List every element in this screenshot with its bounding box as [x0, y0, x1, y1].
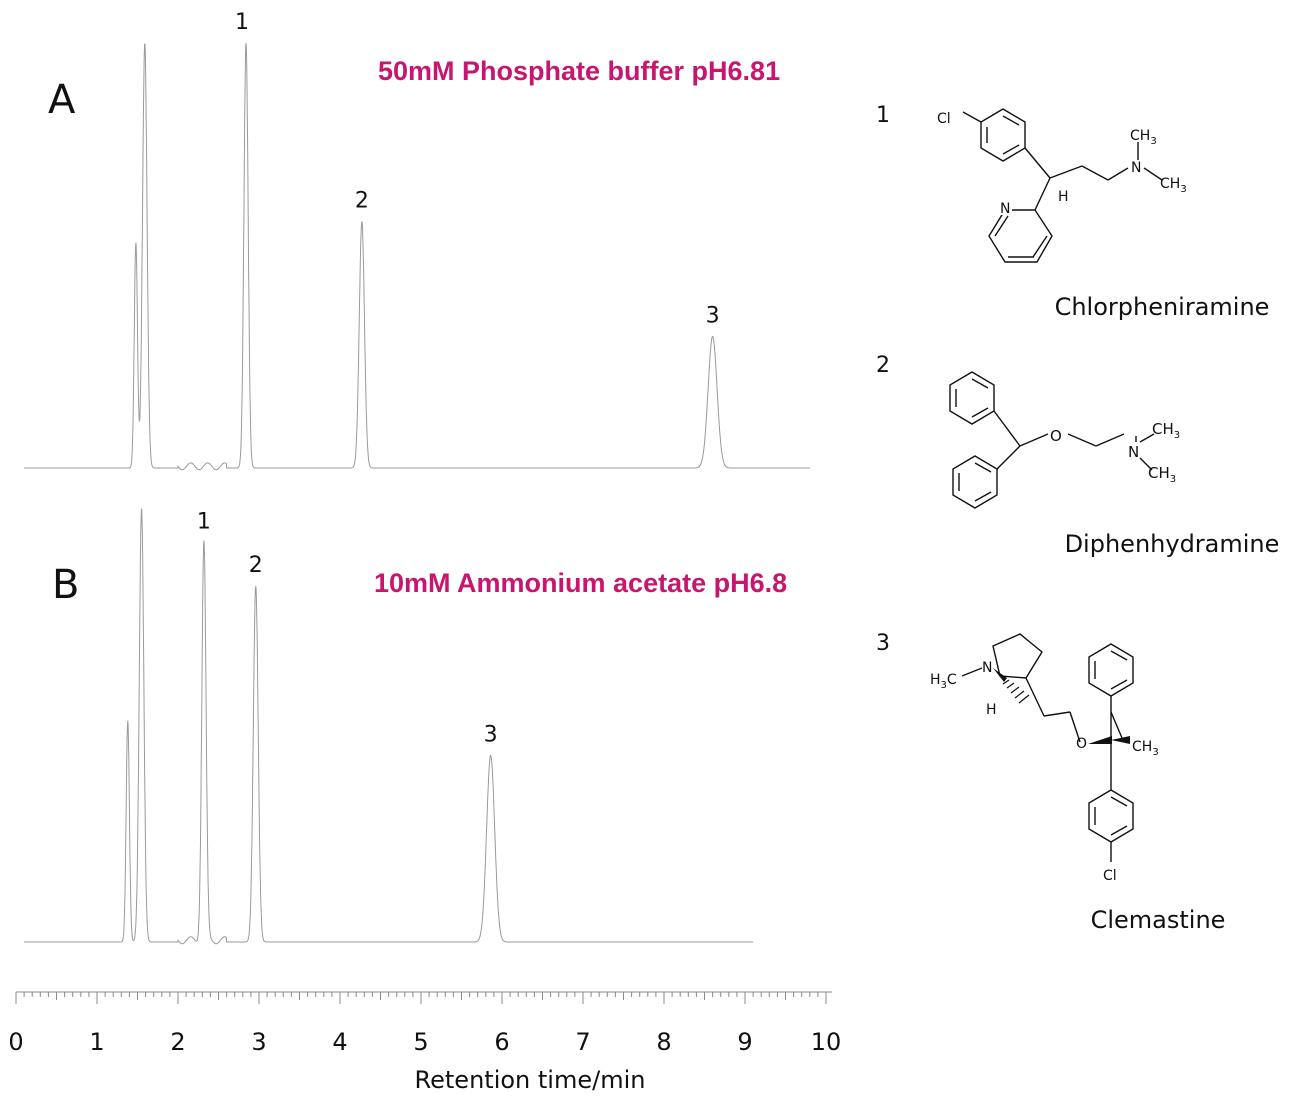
- panel-letter-a: A: [48, 77, 76, 123]
- methyl-bottom: CH3: [1148, 464, 1176, 485]
- panel-letter-b: B: [52, 562, 79, 608]
- atom-h: H: [986, 702, 997, 718]
- atom-n: N: [982, 660, 992, 676]
- x-tick-label-0: 0: [8, 1028, 23, 1056]
- x-tick-label-1: 1: [89, 1028, 104, 1056]
- x-axis-minor-ticks: [15, 992, 827, 1004]
- compound-name-diphenhydramine: Diphenhydramine: [1065, 530, 1280, 558]
- atom-cl: Cl: [1103, 868, 1117, 884]
- atom-h: H: [1058, 189, 1069, 205]
- chromatogram-trace-a: [24, 42, 810, 471]
- x-axis-label: Retention time/min: [415, 1066, 646, 1094]
- x-tick-label-9: 9: [737, 1028, 752, 1056]
- x-tick-label-5: 5: [413, 1028, 428, 1056]
- methyl-bottom: CH3: [1160, 176, 1187, 195]
- x-tick-label-8: 8: [656, 1028, 671, 1056]
- structure-chlorpheniramine: Cl H N CH3 CH3 N: [937, 108, 1187, 263]
- condition-title-a: 50mM Phosphate buffer pH6.81: [378, 56, 780, 86]
- atom-n-amine: N: [1131, 160, 1141, 176]
- x-tick-label-6: 6: [494, 1028, 509, 1056]
- structure-clemastine: H3C N H O CH3 Cl: [930, 633, 1159, 884]
- x-tick-label-10: 10: [811, 1028, 842, 1056]
- methyl-top: CH3: [1130, 128, 1157, 147]
- atom-n: N: [1128, 443, 1139, 461]
- compound-name-clemastine: Clemastine: [1091, 906, 1226, 934]
- compound-number-3: 3: [876, 631, 890, 656]
- compound-number-1: 1: [876, 103, 890, 128]
- methyl-top: CH3: [1152, 420, 1180, 441]
- x-tick-label-2: 2: [170, 1028, 185, 1056]
- structure-diphenhydramine: O N CH3 CH3: [949, 371, 1180, 509]
- atom-o: O: [1050, 427, 1062, 445]
- x-tick-label-4: 4: [332, 1028, 347, 1056]
- peak-label-3-panel-b: 3: [484, 722, 498, 747]
- peak-label-2-panel-b: 2: [249, 553, 263, 578]
- compound-name-chlorpheniramine: Chlorpheniramine: [1055, 293, 1270, 321]
- x-tick-label-7: 7: [575, 1028, 590, 1056]
- atom-o: O: [1076, 736, 1087, 752]
- chromatogram-trace-b: [24, 508, 754, 945]
- peak-label-1-panel-a: 1: [235, 10, 249, 35]
- peak-label-3-panel-a: 3: [706, 303, 720, 328]
- atom-n-pyridine: N: [1000, 201, 1010, 217]
- peak-label-1-panel-b: 1: [197, 510, 211, 535]
- methyl-c: CH3: [1132, 739, 1159, 758]
- x-tick-label-3: 3: [251, 1028, 266, 1056]
- condition-title-b: 10mM Ammonium acetate pH6.8: [374, 568, 787, 598]
- methyl-n: H3C: [930, 672, 957, 691]
- compound-number-2: 2: [876, 353, 890, 378]
- peak-label-2-panel-a: 2: [355, 189, 369, 214]
- atom-cl: Cl: [937, 111, 951, 127]
